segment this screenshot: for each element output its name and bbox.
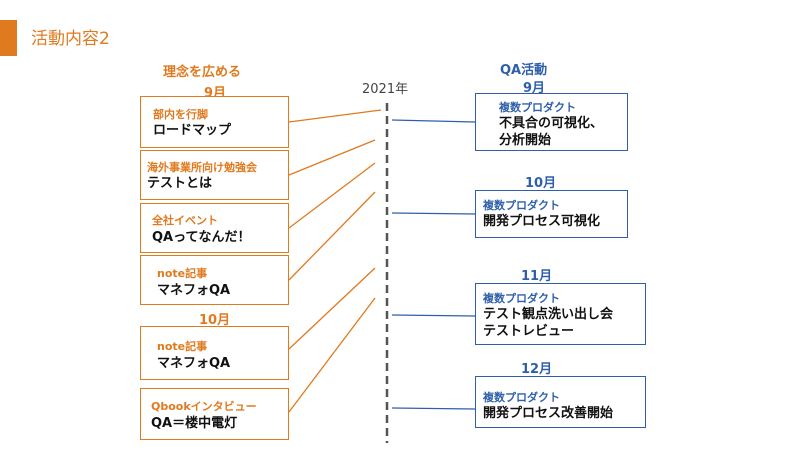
left-connector-line xyxy=(288,297,376,413)
right-item-text: テスト観点洗い出し会 xyxy=(483,307,614,322)
right-month-label: 11月 xyxy=(521,269,553,284)
left-item-text: ロードマップ xyxy=(153,123,232,138)
left-month-label: 10月 xyxy=(199,313,231,328)
left-item-tag: 海外事業所向け勉強会 xyxy=(147,161,257,174)
right-item-tag: 複数プロダクト xyxy=(499,101,576,114)
right-month-label: 12月 xyxy=(521,362,553,377)
right-month-label: 9月 xyxy=(523,81,546,96)
left-item-tag: 全社イベント xyxy=(152,214,218,227)
left-connector-line xyxy=(288,267,376,350)
left-connector-line xyxy=(288,191,376,281)
right-connector-line xyxy=(391,119,476,123)
left-connector-line xyxy=(288,139,376,176)
right-connector-line xyxy=(391,212,476,215)
slide-title: 活動内容2 xyxy=(31,29,110,49)
left-item-box: 全社イベント QAってなんだ！ xyxy=(140,203,289,253)
left-item-text: テストとは xyxy=(147,176,213,191)
right-item-text: 不具合の可視化、 xyxy=(499,116,604,131)
right-connector-line xyxy=(391,407,476,410)
left-item-tag: note記事 xyxy=(157,267,208,280)
right-item-tag: 複数プロダクト xyxy=(483,292,560,305)
right-item-text: 開発プロセス改善開始 xyxy=(483,406,614,421)
right-item-tag: 複数プロダクト xyxy=(483,391,560,404)
title-accent-bar xyxy=(0,20,17,56)
right-month-label: 10月 xyxy=(525,176,557,191)
left-item-tag: 部内を行脚 xyxy=(153,108,208,121)
left-item-box: Qbookインタビュー QA＝楼中電灯 xyxy=(140,388,289,440)
left-item-box: note記事 マネフォQA xyxy=(140,326,289,380)
left-item-text: マネフォQA xyxy=(157,356,231,371)
left-heading: 理念を広める xyxy=(163,65,242,80)
left-item-text: QA＝楼中電灯 xyxy=(151,416,238,431)
right-item-text: 分析開始 xyxy=(499,133,552,148)
right-item-text: テストレビュー xyxy=(483,324,575,339)
left-item-text: QAってなんだ！ xyxy=(152,230,251,245)
left-item-box: 部内を行脚 ロードマップ xyxy=(140,96,289,148)
left-connector-line xyxy=(288,162,376,229)
left-item-box: note記事 マネフォQA xyxy=(140,255,289,305)
right-item-box: 複数プロダクト 開発プロセス可視化 xyxy=(475,190,628,238)
right-item-tag: 複数プロダクト xyxy=(483,199,560,212)
right-item-text: 開発プロセス可視化 xyxy=(483,214,601,229)
left-item-text: マネフォQA xyxy=(157,283,231,298)
right-connector-line xyxy=(391,314,476,317)
left-item-tag: note記事 xyxy=(157,340,208,353)
right-item-box: 複数プロダクト 開発プロセス改善開始 xyxy=(475,376,646,428)
right-item-box: 複数プロダクト 不具合の可視化、 分析開始 xyxy=(475,93,628,151)
right-item-box: 複数プロダクト テスト観点洗い出し会 テストレビュー xyxy=(475,283,646,345)
right-heading: QA活動 xyxy=(500,63,548,78)
left-item-tag: Qbookインタビュー xyxy=(151,400,257,413)
left-connector-line xyxy=(288,109,382,123)
left-item-box: 海外事業所向け勉強会 テストとは xyxy=(140,150,289,200)
timeline-year-label: 2021年 xyxy=(362,82,409,97)
